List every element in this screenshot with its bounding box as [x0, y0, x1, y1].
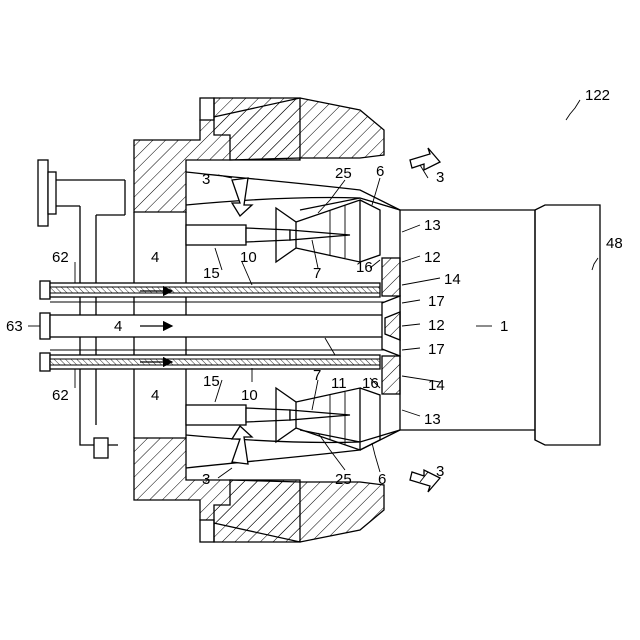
label-1: 1 [500, 318, 508, 335]
label-17-upper: 17 [428, 293, 445, 310]
label-10-upper: 10 [240, 249, 257, 266]
label-11: 11 [331, 375, 347, 392]
label-4-upper: 4 [151, 249, 159, 266]
label-62-upper: 62 [52, 249, 69, 266]
label-7-lower: 7 [313, 367, 321, 384]
air-passage-lower [186, 430, 400, 468]
label-14-upper: 14 [444, 271, 461, 288]
label-17-lower: 17 [428, 341, 445, 358]
label-7-upper: 7 [313, 265, 321, 282]
label-15-upper: 15 [203, 265, 220, 282]
label-16-lower: 16 [362, 375, 379, 392]
label-3-lower-right: 3 [436, 463, 444, 480]
label-6-lower: 6 [378, 471, 386, 488]
pipe-upper-62 [40, 281, 380, 299]
pipe-lower-62 [40, 353, 380, 371]
label-25-upper: 25 [335, 165, 352, 182]
pipe-center-63 [40, 313, 390, 339]
label-12-upper: 12 [424, 249, 441, 266]
label-15-lower: 15 [203, 373, 220, 390]
label-3-upper-right: 3 [436, 169, 444, 186]
label-14-lower: 14 [428, 377, 445, 394]
label-13-upper: 13 [424, 217, 441, 234]
nozzle-tip-block [382, 258, 400, 394]
label-62-lower: 62 [52, 387, 69, 404]
label-16-upper: 16 [356, 259, 373, 276]
label-12-middle: 12 [428, 317, 445, 334]
label-122: 122 [585, 87, 610, 104]
label-3-lower-left: 3 [202, 471, 210, 488]
casing-upper [134, 98, 384, 212]
label-48: 48 [606, 235, 623, 252]
label-25-lower: 25 [335, 471, 352, 488]
label-4-middle: 4 [114, 318, 122, 335]
label-13-lower: 13 [424, 411, 441, 428]
label-63: 63 [6, 318, 23, 335]
label-10-lower: 10 [241, 387, 258, 404]
burner-upper [186, 200, 380, 262]
label-6-upper: 6 [376, 163, 384, 180]
label-3-upper-left: 3 [202, 171, 210, 188]
label-4-lower: 4 [151, 387, 159, 404]
